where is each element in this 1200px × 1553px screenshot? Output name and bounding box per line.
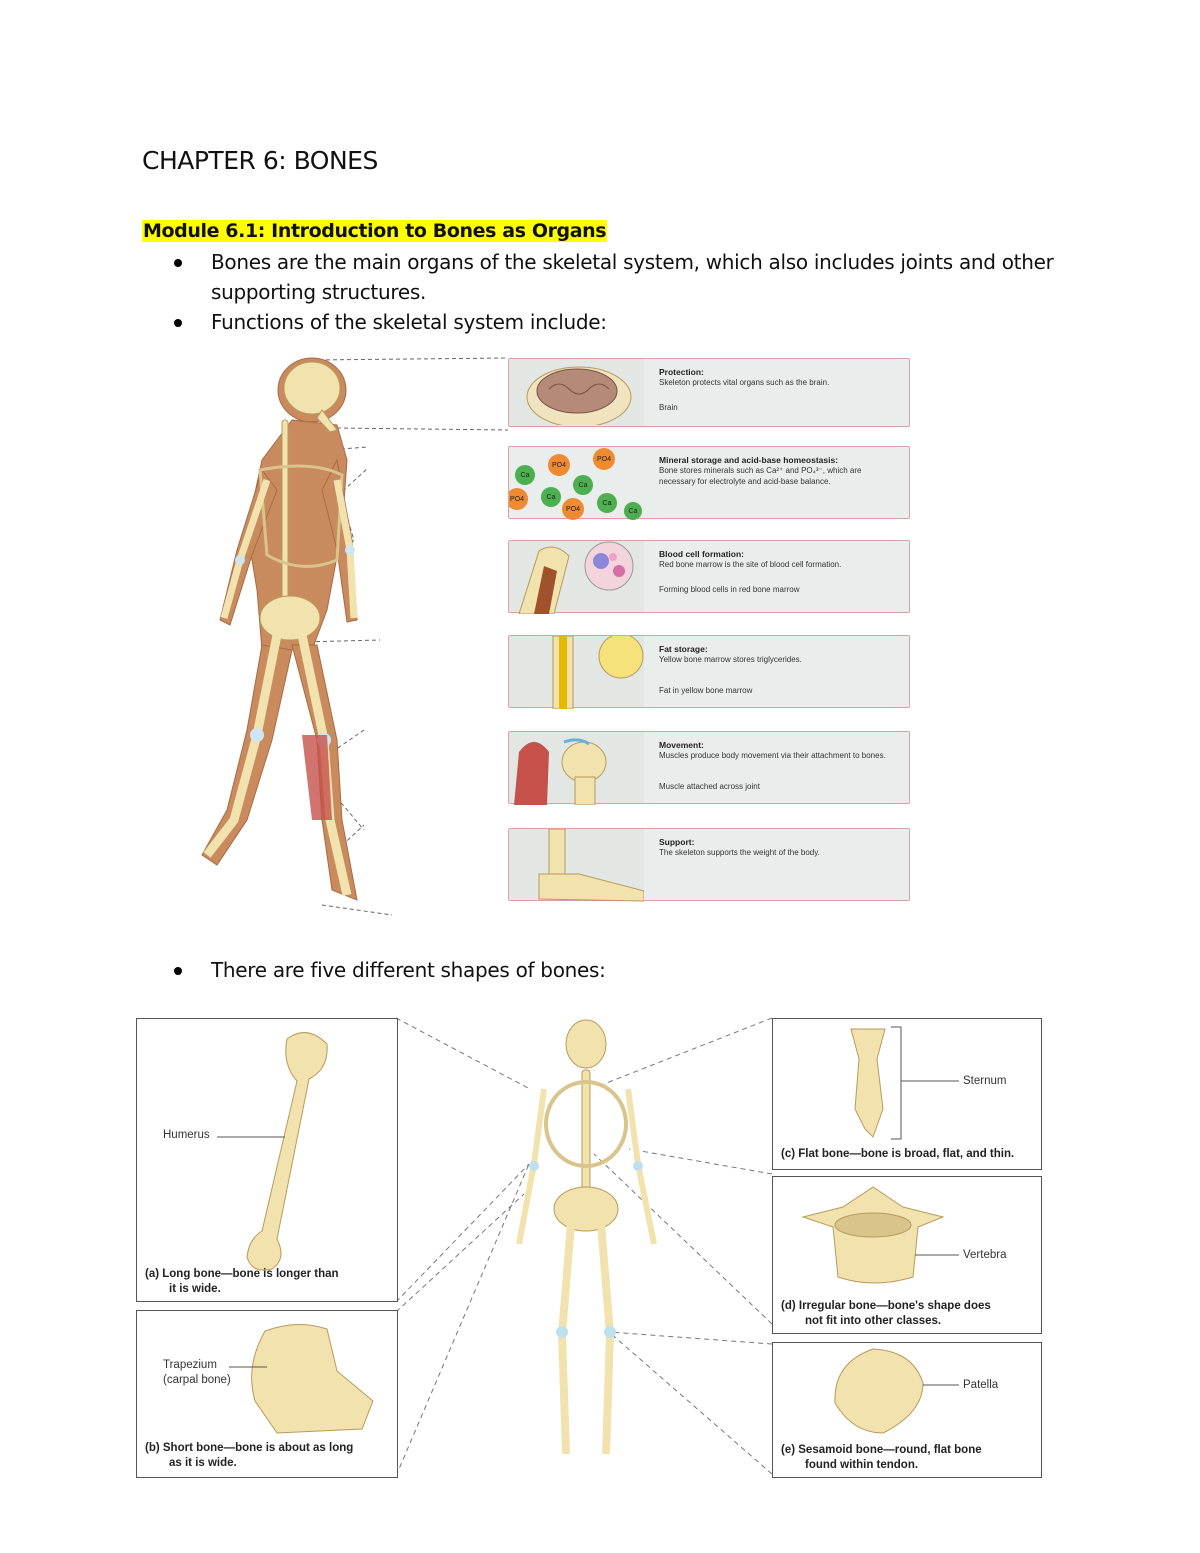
bone-label-vertebra: Vertebra	[963, 1249, 1007, 1261]
bone-shape-panel-short: Trapezium (carpal bone) (b) Short bone—b…	[136, 1310, 398, 1478]
bone-label-carpal: (carpal bone)	[163, 1374, 231, 1386]
bone-label-humerus: Humerus	[163, 1129, 210, 1141]
svg-text:PO4: PO4	[510, 496, 524, 503]
svg-text:Ca: Ca	[547, 494, 556, 501]
bone-caption-irregular-line1: (d) Irregular bone—bone's shape does	[781, 1300, 991, 1312]
bone-shape-panel-long: Humerus (a) Long bone—bone is longer tha…	[136, 1018, 398, 1302]
walking-skeleton-illustration	[201, 357, 509, 916]
bone-caption-flat: (c) Flat bone—bone is broad, flat, and t…	[781, 1148, 1015, 1160]
skeletal-functions-figure: Protection: Skeleton protects vital orga…	[142, 350, 910, 922]
svg-text:PO4: PO4	[597, 456, 611, 463]
svg-text:Ca: Ca	[629, 508, 638, 515]
humerus-illustration	[217, 1032, 328, 1271]
bone-shapes-figure: Humerus (a) Long bone—bone is longer tha…	[134, 1014, 1044, 1480]
bone-caption-sesamoid-line1: (e) Sesamoid bone—round, flat bone	[781, 1444, 982, 1456]
mineral-ions-illustration: Ca PO4 PO4 Ca PO4 Ca PO4 Ca Ca	[506, 447, 644, 520]
trapezium-illustration	[229, 1323, 374, 1434]
bone-shape-panel-flat: Sternum (c) Flat bone—bone is broad, fla…	[772, 1018, 1042, 1170]
function-panel-movement: Movement: Muscles produce body movement …	[508, 731, 910, 806]
svg-text:Ca: Ca	[579, 482, 588, 489]
yellow-marrow-illustration	[509, 633, 644, 710]
bone-label-sternum: Sternum	[963, 1075, 1007, 1087]
panel-title: Blood cell formation:	[659, 549, 744, 559]
svg-text:Ca: Ca	[603, 500, 612, 507]
panel-description: Skeleton protects vital organs such as t…	[659, 378, 830, 387]
function-panel-protection: Protection: Skeleton protects vital orga…	[508, 358, 910, 428]
bone-caption-short-line1: (b) Short bone—bone is about as long	[145, 1442, 354, 1454]
patella-illustration	[834, 1348, 959, 1434]
sternum-illustration	[850, 1026, 959, 1140]
bone-caption-irregular-line2: not fit into other classes.	[805, 1315, 942, 1327]
panel-title: Mineral storage and acid-base homeostasi…	[659, 455, 839, 465]
bone-caption-long-line1: (a) Long bone—bone is longer than	[145, 1268, 339, 1280]
bone-label-trapezium: Trapezium	[163, 1359, 217, 1371]
foot-bones-illustration	[509, 828, 645, 902]
brain-illustration	[509, 359, 644, 428]
panel-title: Support:	[659, 837, 695, 847]
vertebra-illustration	[801, 1186, 959, 1284]
bullet-item-functions: Functions of the skeletal system include…	[174, 307, 1071, 337]
bone-label-patella: Patella	[963, 1379, 999, 1391]
panel-callout-fat: Fat in yellow bone marrow	[659, 686, 753, 695]
panel-description: Red bone marrow is the site of blood cel…	[659, 560, 842, 569]
ion-ca-label: Ca	[521, 472, 530, 479]
bullet-item-bone-shapes: There are five different shapes of bones…	[174, 955, 1071, 985]
bone-shape-panel-irregular: Vertebra (d) Irregular bone—bone's shape…	[772, 1176, 1042, 1334]
bone-shape-panel-sesamoid: Patella (e) Sesamoid bone—round, flat bo…	[772, 1342, 1042, 1478]
function-panel-support: Support: The skeleton supports the weigh…	[508, 828, 910, 902]
panel-callout-blood-cells: Forming blood cells in red bone marrow	[659, 585, 800, 594]
svg-text:PO4: PO4	[552, 462, 566, 469]
bone-caption-sesamoid-line2: found within tendon.	[805, 1459, 919, 1471]
bone-caption-long-line2: it is wide.	[169, 1283, 221, 1295]
bone-caption-short-line2: as it is wide.	[169, 1457, 237, 1469]
panel-callout-brain: Brain	[659, 403, 678, 412]
panel-callout-muscle: Muscle attached across joint	[659, 782, 760, 791]
chapter-title: CHAPTER 6: BONES	[142, 146, 378, 175]
knee-muscle-illustration	[509, 732, 644, 806]
svg-text:PO4: PO4	[566, 506, 580, 513]
module-heading: Module 6.1: Introduction to Bones as Org…	[142, 220, 608, 242]
panel-title: Fat storage:	[659, 644, 708, 654]
function-panel-mineral-storage: Ca PO4 PO4 Ca PO4 Ca PO4 Ca Ca Mineral s…	[506, 446, 910, 520]
red-marrow-illustration	[509, 541, 644, 615]
bullet-item-skeletal-organs: Bones are the main organs of the skeleta…	[174, 247, 1071, 307]
function-panel-blood-cell-formation: Blood cell formation: Red bone marrow is…	[508, 540, 910, 615]
panel-description: Yellow bone marrow stores triglycerides.	[659, 655, 802, 664]
panel-title: Protection:	[659, 367, 704, 377]
panel-description: Muscles produce body movement via their …	[659, 751, 886, 760]
panel-description: Bone stores minerals such as Ca²⁺ and PO…	[659, 466, 862, 486]
full-skeleton-illustration	[395, 1017, 773, 1477]
panel-title: Movement:	[659, 740, 704, 750]
panel-description: The skeleton supports the weight of the …	[659, 848, 820, 857]
function-panel-fat-storage: Fat storage: Yellow bone marrow stores t…	[508, 633, 910, 710]
